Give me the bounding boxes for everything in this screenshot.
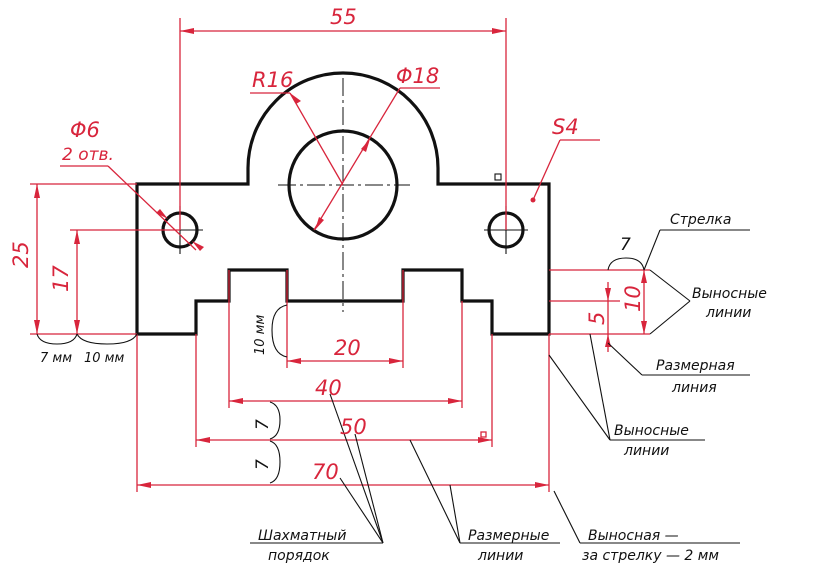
leader-dim-line <box>607 342 643 376</box>
brace-slot-depth <box>271 304 288 358</box>
leader-arrow-label <box>643 229 661 271</box>
arrow-50-left <box>196 437 210 443</box>
arrow-55-right <box>492 28 506 34</box>
corner-mark <box>494 173 502 181</box>
arrow-25-top <box>34 184 40 198</box>
leader-ext-mid-a <box>548 354 611 441</box>
dim-s4-text: S4 <box>552 115 579 139</box>
callout-leaders <box>36 229 750 544</box>
annotation-texts: 10 мм 7 мм 10 мм 7 7 7 Стрелка Выносные … <box>40 212 767 564</box>
arrow-55-left <box>180 28 194 34</box>
leader-r16 <box>289 92 344 186</box>
arrow-70-right <box>535 482 549 488</box>
leader-s4 <box>532 139 561 201</box>
gap-7-right-text: 7 <box>620 235 631 255</box>
slot-depth-text: 10 мм <box>253 315 268 355</box>
leader-stagger-c <box>339 477 384 544</box>
label-ext-mid-2: линии <box>623 443 669 459</box>
label-ext-note-1: Выносная — <box>588 528 679 544</box>
dim-50-text: 50 <box>340 415 367 439</box>
arrow-70-left <box>137 482 151 488</box>
leader-stagger-b <box>354 433 384 544</box>
label-dim-lines-1: Размерные <box>468 528 549 544</box>
label-ext-top-1: Выносные <box>692 286 767 302</box>
label-dim-line-1: Размерная <box>656 358 735 374</box>
leader-dim-lines-a <box>409 439 461 544</box>
label-arrow: Стрелка <box>670 212 731 228</box>
dim-d6-text: Φ6 <box>70 118 100 142</box>
arrow-d18-top <box>361 139 370 152</box>
arrow-50-right <box>478 437 492 443</box>
arrow-r16 <box>290 93 301 104</box>
gap-7b-text: 7 <box>253 459 273 470</box>
leader-stagger-a <box>329 393 384 544</box>
label-stagger-2: порядок <box>268 548 330 564</box>
arrow-10-top <box>641 270 647 283</box>
label-ext-top-2: линии <box>705 305 751 321</box>
brace-7mm <box>36 333 78 345</box>
leader-ext-top-b <box>649 300 691 335</box>
dim-55-text: 55 <box>330 5 357 29</box>
dimension-lines <box>30 18 650 492</box>
brace-10mm <box>76 333 138 345</box>
dim-5-text: 5 <box>585 312 609 325</box>
dot-s4 <box>530 197 536 203</box>
arrow-d6-b <box>192 241 204 251</box>
arrow-10-bottom <box>641 321 647 334</box>
dim-d18-text: Φ18 <box>396 64 439 88</box>
label-dim-lines-2: линии <box>477 548 523 564</box>
spacing-10mm-text: 10 мм <box>84 351 124 366</box>
dim-d6-count: 2 отв. <box>62 145 114 165</box>
arrow-17-bottom <box>74 320 80 334</box>
dim-40-text: 40 <box>315 376 342 400</box>
leader-d18 <box>313 87 401 231</box>
dim-70-text: 70 <box>312 460 339 484</box>
label-stagger-1: Шахматный <box>258 528 346 544</box>
brace-7-b <box>269 440 281 484</box>
arrow-20-right <box>389 358 403 364</box>
arrow-25-bottom <box>34 320 40 334</box>
dim-r16-text: R16 <box>252 68 293 92</box>
leader-dim-lines-b <box>449 484 461 544</box>
arrow-40-left <box>229 398 243 404</box>
dim-20-text: 20 <box>334 336 361 360</box>
arrow-d18-bottom <box>315 217 324 230</box>
brace-7-right <box>607 257 645 271</box>
leader-ext-mid-b <box>589 333 611 441</box>
leader-d6 <box>107 165 197 251</box>
mark-50 <box>480 431 487 438</box>
label-ext-note-2: за стрелку — 2 мм <box>582 548 719 564</box>
label-dim-line-2: линия <box>671 380 717 396</box>
spacing-7mm-text: 7 мм <box>40 351 72 366</box>
leader-ext-note <box>553 490 581 544</box>
arrow-5-top <box>605 288 611 301</box>
arrow-d6-a <box>156 209 168 219</box>
center-lines <box>157 78 528 312</box>
part-contour <box>135 71 551 336</box>
dim-25-text: 25 <box>9 241 33 268</box>
arrow-20-left <box>287 358 301 364</box>
leader-ext-top-a <box>649 269 691 302</box>
dimension-texts: 55 R16 Φ18 Φ6 2 отв. S4 25 17 20 40 50 7… <box>9 5 645 484</box>
brace-7-a <box>269 401 281 440</box>
dim-17-text: 17 <box>49 265 73 292</box>
dim-10-text: 10 <box>621 285 645 312</box>
arrow-17-top <box>74 230 80 244</box>
gap-7a-text: 7 <box>253 419 273 430</box>
arrow-40-right <box>448 398 462 404</box>
label-ext-mid-1: Выносные <box>614 423 689 439</box>
